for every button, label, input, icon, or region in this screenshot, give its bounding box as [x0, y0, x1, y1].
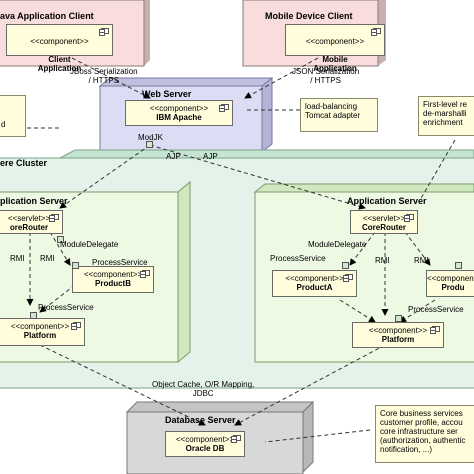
web-server-title: Web Server: [142, 89, 192, 99]
left-core-router-servlet[interactable]: <<servlet>> oreRouter: [0, 210, 63, 234]
ajp-right-label: AJP: [203, 152, 218, 161]
component-stereotype: <<component>>: [427, 274, 474, 283]
servlet-name: oreRouter: [9, 223, 49, 232]
ajp-left-label: AJP: [166, 152, 181, 161]
component-icon: [49, 214, 59, 222]
oracle-db-component[interactable]: <<component>> Oracle DB: [165, 431, 245, 457]
left-module-delegate-port[interactable]: [57, 236, 64, 243]
core-business-note: Core business services customer profile,…: [375, 405, 474, 463]
servlet-stereotype: <<servlet>>: [7, 214, 51, 223]
modjk-port[interactable]: [146, 141, 153, 148]
app-server-right-title: Application Server: [347, 196, 427, 206]
edge-left-platform-to-db: [39, 344, 206, 426]
load-balancing-note: load-balancing Tomcat adapter: [300, 98, 378, 132]
client-application-component[interactable]: <<component>> Client Application: [6, 24, 113, 73]
component-name: Oracle DB: [185, 444, 225, 453]
component-stereotype: <<component>>: [305, 37, 365, 46]
component-stereotype: <<component>>: [149, 104, 209, 113]
connectors: [20, 57, 456, 443]
java-client-title: ava Application Client: [0, 11, 94, 21]
process-service-label-4: ProcessService: [408, 305, 464, 314]
component-name: Mobile Application: [313, 55, 357, 73]
module-delegate-left-label: ModuleDelegate: [60, 240, 119, 249]
component-icon: [430, 326, 440, 334]
component-name: Produ: [441, 283, 465, 292]
productc-port[interactable]: [455, 262, 462, 269]
process-service-label-2: ProcessService: [270, 254, 326, 263]
process-service-label-1: ProcessService: [92, 258, 148, 267]
cluster-title: ere Cluster: [0, 158, 48, 168]
component-name: ProductA: [296, 283, 333, 292]
first-level-note: First-level re de-marshalli enrichment: [418, 96, 474, 136]
db-link-label: Object Cache, O/R Mapping, JDBC: [152, 380, 255, 398]
process-service-label-3: ProcessService: [38, 303, 94, 312]
edge-java-to-web: [71, 57, 151, 99]
component-name: IBM Apache: [156, 113, 202, 122]
left-note: d: [0, 95, 26, 137]
rmi-label-3: RMI: [375, 256, 390, 265]
component-icon: [404, 214, 414, 222]
rmi-label-2: RMI: [40, 254, 55, 263]
right-module-delegate-port[interactable]: [342, 262, 349, 269]
component-name: ProductB: [95, 279, 131, 288]
edge-web-to-right-app: [149, 144, 366, 210]
left-platform-component[interactable]: <<component>> Platform: [0, 318, 85, 346]
component-icon: [231, 435, 241, 443]
rmi-label-4: RMI: [414, 256, 429, 265]
component-stereotype: <<component>>: [285, 274, 344, 283]
component-icon: [371, 28, 381, 36]
rmi-label-1: RMI: [10, 254, 25, 263]
edge-core-note: [264, 429, 371, 443]
producta-component[interactable]: <<component>> ProductA: [272, 270, 357, 297]
right-core-router-servlet[interactable]: <<servlet>> CoreRouter: [350, 210, 418, 234]
mobile-client-title: Mobile Device Client: [265, 11, 353, 21]
app-server-left-title: plication Server: [0, 196, 68, 206]
database-title: Database Server: [165, 415, 236, 425]
right-platform-component[interactable]: <<component>> Platform: [352, 322, 444, 348]
component-name: Client Application: [37, 55, 82, 73]
edge-web-to-left-app: [59, 144, 151, 209]
json-serialization-label: JSON Serialization / HTTPS: [292, 67, 360, 85]
component-icon: [99, 28, 109, 36]
module-delegate-right-label: ModuleDelegate: [308, 240, 367, 249]
ibm-apache-component[interactable]: <<component>> IBM Apache: [125, 100, 233, 126]
edge-right-platform-to-db: [234, 344, 386, 426]
jboss-serialization-label: JBoss Serialization / HTTPS: [70, 67, 138, 85]
right-platform-process-service-port[interactable]: [395, 315, 402, 322]
component-stereotype: <<component>>: [10, 322, 70, 331]
component-icon: [140, 270, 150, 278]
edge-first-level-note: [419, 139, 456, 201]
productb-process-service-port[interactable]: [72, 262, 79, 269]
productb-component[interactable]: <<component>> ProductB: [72, 266, 154, 293]
servlet-name: CoreRouter: [361, 223, 406, 232]
component-name: Platform: [381, 335, 415, 344]
component-stereotype: <<component>>: [175, 435, 235, 444]
left-platform-process-service-port[interactable]: [30, 312, 37, 319]
modjk-label: ModJK: [138, 133, 163, 142]
component-icon: [219, 104, 229, 112]
servlet-stereotype: <<servlet>>: [362, 214, 406, 223]
edge-left-productb-to-platform: [39, 284, 76, 313]
component-stereotype: <<component>>: [30, 37, 89, 46]
productc-component[interactable]: <<component>> Produ: [426, 270, 474, 297]
component-icon: [71, 322, 81, 330]
mobile-application-component[interactable]: <<component>> Mobile Application: [285, 24, 385, 73]
component-icon: [343, 274, 353, 282]
component-stereotype: <<component>>: [83, 270, 143, 279]
component-stereotype: <<component>>: [368, 326, 428, 335]
component-name: Platform: [23, 331, 57, 340]
